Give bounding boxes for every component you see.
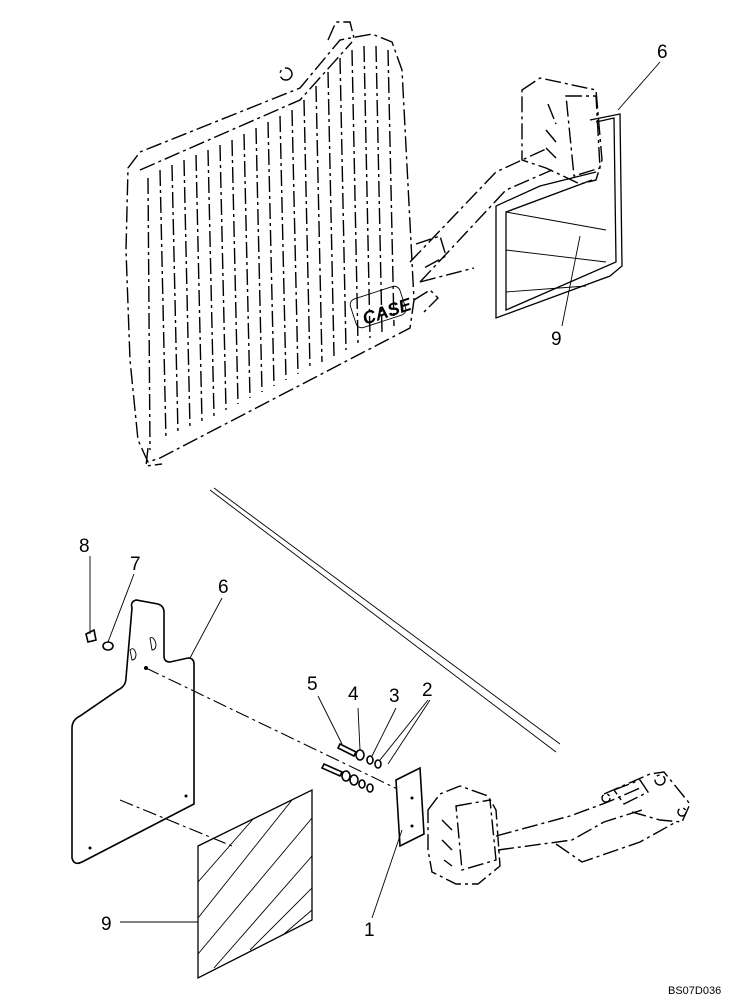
callout-2: 2 [422, 680, 433, 701]
upper-mirror-arm [409, 147, 553, 283]
mounting-plate [395, 766, 425, 848]
callout-7: 7 [130, 554, 141, 575]
callout-6: 6 [218, 577, 229, 598]
mirror-head [427, 785, 501, 885]
callout-3: 3 [389, 686, 400, 707]
reflective-decal [197, 788, 313, 980]
callout-1: 1 [364, 920, 375, 941]
callout-upper-6: 6 [657, 42, 668, 63]
drawing-code: BS07D036 [668, 985, 721, 997]
leader-6 [189, 597, 223, 659]
callout-4: 4 [348, 684, 359, 705]
leader-5 [317, 695, 343, 745]
grille-assembly: CASE [125, 21, 439, 467]
callout-5: 5 [307, 674, 318, 695]
leader-3 [371, 707, 397, 757]
upper-decal [505, 211, 607, 293]
upper-reflector-plate [495, 113, 623, 319]
leader-2b [387, 699, 431, 765]
leader-7 [107, 573, 135, 643]
grille-logo: CASE [360, 294, 415, 329]
hardware-stack [320, 742, 382, 793]
upper-mirror-housing [521, 77, 603, 185]
mirror-arm [495, 771, 691, 863]
leader-upper-9 [561, 235, 581, 327]
centerline-decal [119, 799, 233, 847]
callout-9: 9 [101, 914, 112, 935]
leader-upper-6 [617, 61, 661, 111]
centerline-bolt [145, 667, 413, 797]
leader-1 [371, 829, 403, 919]
grille-slats [159, 45, 395, 441]
leader-2a [379, 699, 429, 761]
callout-8: 8 [79, 536, 90, 557]
callout-upper-9: 9 [551, 329, 562, 350]
view-divider [209, 487, 561, 753]
reflector-plate [71, 599, 195, 865]
leader-4 [357, 707, 361, 751]
